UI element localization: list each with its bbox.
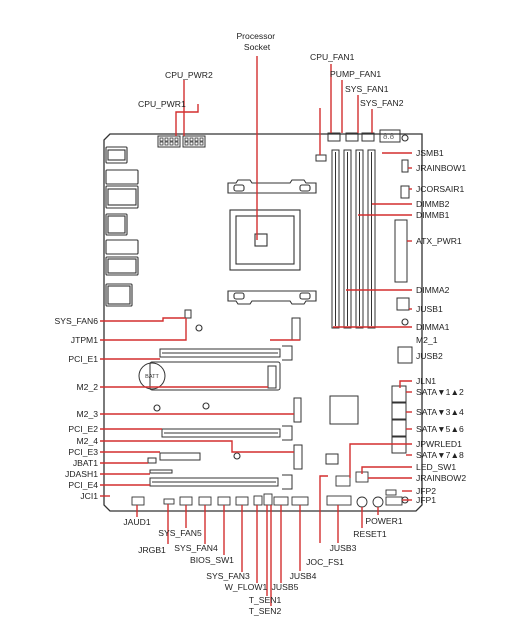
label-reset1: RESET1 <box>353 529 387 539</box>
label-dimmb2: DIMMB2 <box>416 199 450 209</box>
label-jbat1: JBAT1 <box>73 458 98 468</box>
label-sys-fan6: SYS_FAN6 <box>55 316 99 326</box>
label-jusb3: JUSB3 <box>330 543 357 553</box>
label-processor-socket-line1: Processor <box>236 31 275 41</box>
label-processor-socket: Processor Socket <box>236 31 277 52</box>
cpu-socket <box>229 209 301 271</box>
right-edge-connectors <box>325 159 413 465</box>
board-outline <box>103 133 423 512</box>
label-jsmb1: JSMB1 <box>416 148 444 158</box>
label-sata78: SATA▼7▲8 <box>416 450 464 460</box>
expansion-area <box>138 309 303 490</box>
label-led-sw1: LED_SW1 <box>416 462 456 472</box>
label-jci1: JCI1 <box>80 491 98 501</box>
dimm-slots <box>331 149 376 329</box>
label-jdash1: JDASH1 <box>65 469 98 479</box>
rear-io-panel <box>105 146 139 307</box>
label-pci-e3: PCI_E3 <box>68 447 98 457</box>
label-jcorsair1: JCORSAIR1 <box>416 184 464 194</box>
label-dimma2: DIMMA2 <box>416 285 450 295</box>
label-m2-4: M2_4 <box>77 436 99 446</box>
label-sata12: SATA▼1▲2 <box>416 387 464 397</box>
label-m2-2: M2_2 <box>77 382 99 392</box>
label-jusb1: JUSB1 <box>416 304 443 314</box>
svg-text:8.8: 8.8 <box>383 132 395 141</box>
label-sata34: SATA▼3▲4 <box>416 407 464 417</box>
label-dimmb1: DIMMB1 <box>416 210 450 220</box>
label-pci-e2: PCI_E2 <box>68 424 98 434</box>
label-pci-e1: PCI_E1 <box>68 354 98 364</box>
label-power1: POWER1 <box>365 516 402 526</box>
label-sys-fan2: SYS_FAN2 <box>360 98 404 108</box>
top-fan-headers: 8.8 <box>315 129 401 162</box>
label-sys-fan3: SYS_FAN3 <box>206 571 250 581</box>
label-m2-3: M2_3 <box>77 409 99 419</box>
label-dimma1: DIMMA1 <box>416 322 450 332</box>
callout-labels: Processor Socket CPU_FAN1 CPU_PWR2 PUMP_… <box>55 31 467 616</box>
label-processor-socket-line2: Socket <box>244 42 271 52</box>
label-jrainbow1: JRAINBOW1 <box>416 163 466 173</box>
label-cpu-fan1: CPU_FAN1 <box>310 52 355 62</box>
label-sys-fan5: SYS_FAN5 <box>158 528 202 538</box>
label-pump-fan1: PUMP_FAN1 <box>330 69 381 79</box>
label-jrainbow2: JRAINBOW2 <box>416 473 466 483</box>
label-jaud1: JAUD1 <box>123 517 150 527</box>
label-m2-1: M2_1 <box>416 335 438 345</box>
label-jusb2: JUSB2 <box>416 351 443 361</box>
label-bios-sw1: BIOS_SW1 <box>190 555 234 565</box>
label-sys-fan1: SYS_FAN1 <box>345 84 389 94</box>
label-jpwrled1: JPWRLED1 <box>416 439 462 449</box>
label-sata56: SATA▼5▲6 <box>416 424 464 434</box>
label-cpu-pwr2: CPU_PWR2 <box>165 70 213 80</box>
label-t-sen2: T_SEN2 <box>249 606 282 616</box>
label-t-sen1: T_SEN1 <box>249 595 282 605</box>
label-w-flow1: W_FLOW1 <box>225 582 268 592</box>
label-jusb5: JUSB5 <box>272 582 299 592</box>
label-jln1: JLN1 <box>416 376 436 386</box>
leader-lines <box>100 56 412 606</box>
motherboard <box>103 133 423 512</box>
cpu-retention-brackets <box>227 179 317 305</box>
bottom-headers <box>131 471 403 508</box>
label-jusb4: JUSB4 <box>290 571 317 581</box>
label-pci-e4: PCI_E4 <box>68 480 98 490</box>
label-jfp2: JFP2 <box>416 486 436 496</box>
label-sys-fan4: SYS_FAN4 <box>174 543 218 553</box>
cpu-power-connectors <box>157 135 206 148</box>
label-jtpm1: JTPM1 <box>71 335 98 345</box>
label-jrgb1: JRGB1 <box>138 545 166 555</box>
label-jfp1: JFP1 <box>416 495 436 505</box>
label-cpu-pwr1: CPU_PWR1 <box>138 99 186 109</box>
mounting-holes <box>153 134 409 504</box>
label-atx-pwr1: ATX_PWR1 <box>416 236 462 246</box>
label-joc-fs1: JOC_FS1 <box>306 557 344 567</box>
battery-label: BATT <box>145 374 159 380</box>
